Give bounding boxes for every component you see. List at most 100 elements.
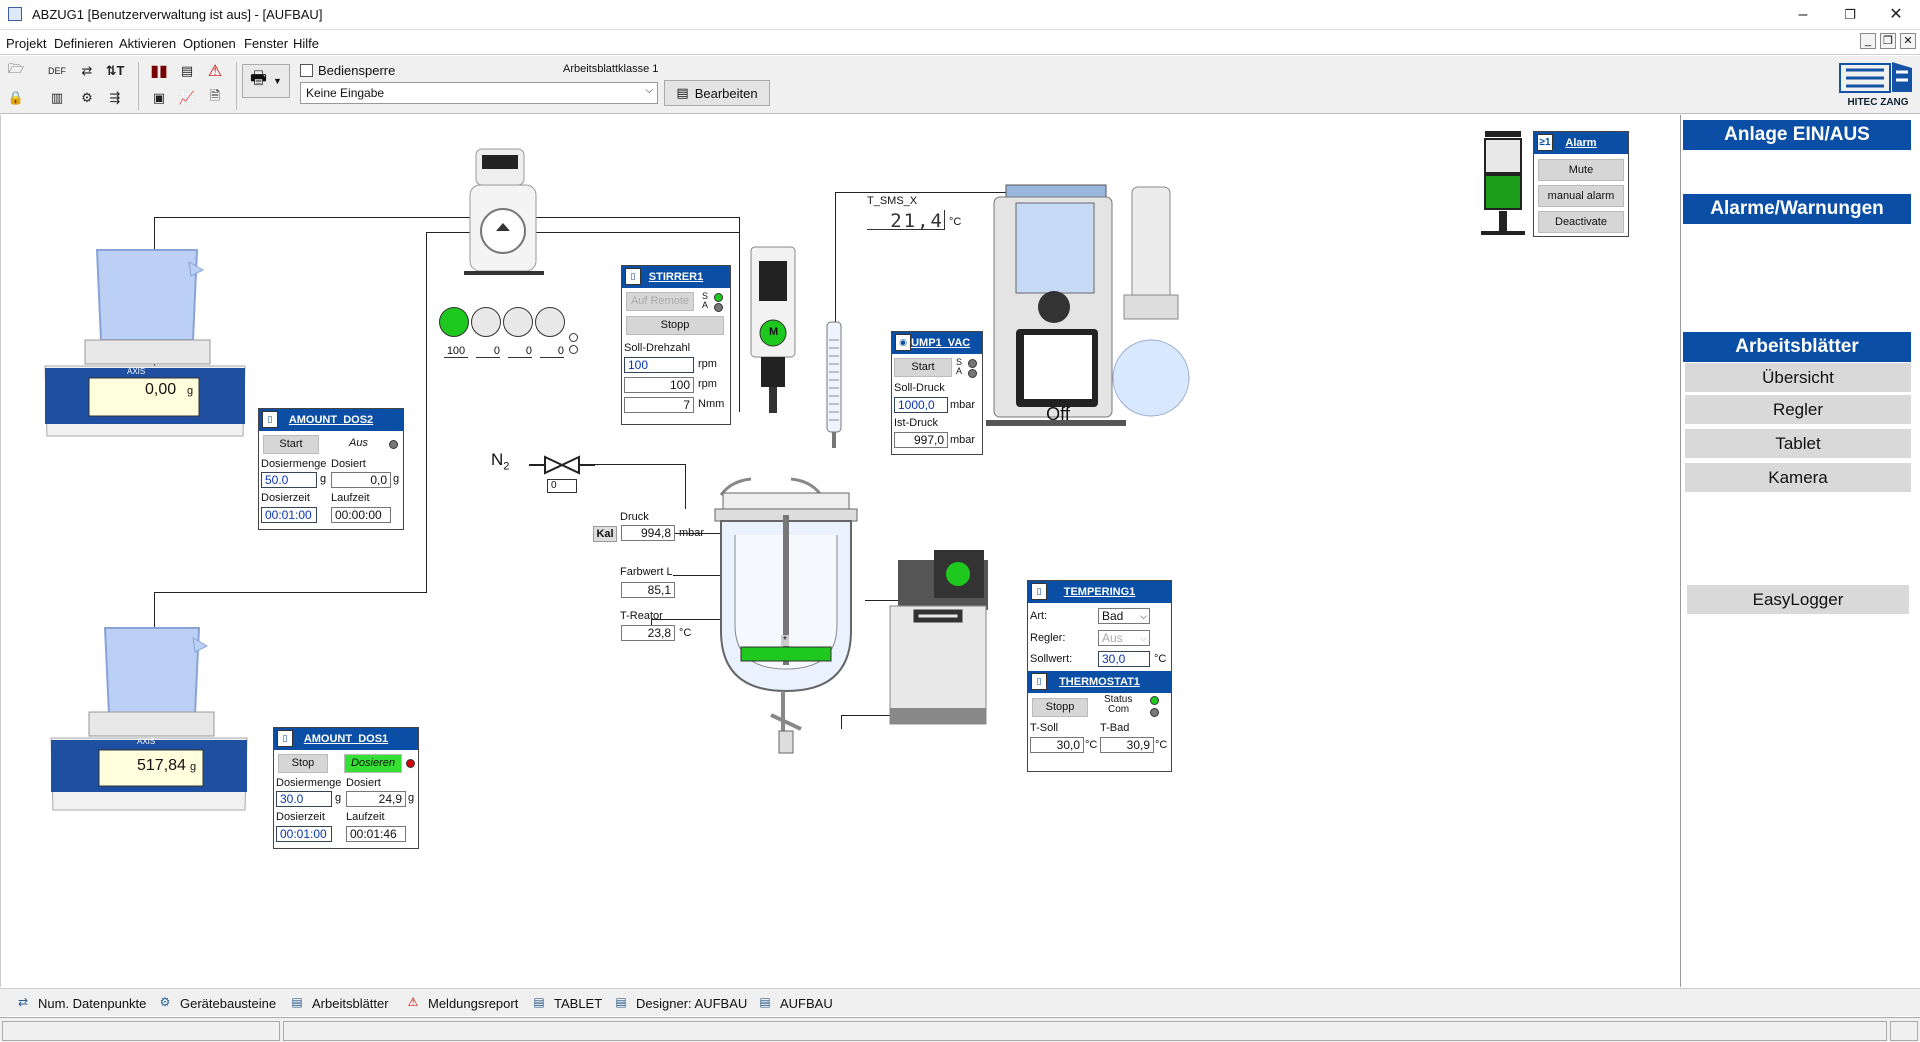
thermostat1-tsoll-value: 30,0	[1030, 737, 1084, 753]
restore-button[interactable]: ❐	[1844, 7, 1856, 22]
pump-head-3-led[interactable]	[503, 307, 533, 337]
anlage-ein-aus-button[interactable]: Anlage EIN/AUS	[1683, 120, 1911, 150]
tab-geraetebausteine[interactable]: ⚙Gerätebausteine	[156, 995, 277, 1011]
druck-line	[673, 533, 723, 534]
menu-projekt[interactable]: Projekt	[6, 36, 47, 51]
valve-icon	[529, 455, 595, 475]
amount-dos1-dosierzeit-input[interactable]: 00:01:00	[276, 826, 332, 842]
t-sms-label: T_SMS_X	[867, 195, 918, 207]
module-icon[interactable]: ⚙	[81, 90, 93, 105]
camera-module-icon[interactable]: ▣	[152, 90, 166, 105]
farbwert-line	[673, 575, 723, 576]
stirrer1-title[interactable]: ▯STIRRER1	[622, 266, 730, 288]
worksheet-regler-button[interactable]: Regler	[1685, 395, 1911, 425]
amount-dos1-dosiermenge-input[interactable]: 30.0	[276, 791, 332, 807]
tab-meldungsreport[interactable]: ⚠Meldungsreport	[404, 995, 519, 1011]
menu-hilfe[interactable]: Hilfe	[293, 36, 320, 51]
tab-arbeitsblaetter[interactable]: ▤Arbeitsblätter	[288, 995, 388, 1011]
pump-head-1-led[interactable]	[439, 307, 469, 337]
menu-fenster[interactable]: Fenster	[244, 36, 289, 51]
tab-label: Designer: AUFBAU	[636, 995, 748, 1011]
amount-dos1-stop-button[interactable]: Stop	[278, 754, 328, 773]
amount-dos2-start-button[interactable]: Start	[263, 435, 319, 454]
pump1-vac-start-button[interactable]: Start	[894, 358, 952, 377]
define-icon[interactable]: DEF	[48, 66, 66, 76]
sa-s-label: S	[956, 357, 963, 367]
print-button[interactable]: 🖶 ▼	[242, 64, 290, 98]
stirrer1-soll-input[interactable]: 100	[624, 357, 694, 373]
menu-optionen[interactable]: Optionen	[183, 36, 236, 51]
amount-dos2-title[interactable]: ▯AMOUNT_DOS2	[259, 409, 403, 431]
alarm-deactivate-button[interactable]: Deactivate	[1538, 211, 1624, 233]
lock-icon[interactable]: 🔒	[7, 90, 25, 105]
toolbar: 🗁 🔒 DEF ⇄ ⇅T ▥ ⚙ ⇶ ▮▮ ▤ ⚠ ▣ 📈 🗎 🖶 ▼ Bedi…	[0, 56, 1920, 114]
manual-alarm-button[interactable]: manual alarm	[1538, 185, 1624, 207]
warning-icon[interactable]: ⚠	[207, 63, 223, 80]
bottom-tab-bar: ⇄Num. Datenpunkte ⚙Gerätebausteine ▤Arbe…	[0, 988, 1920, 1016]
tempering1-art-select[interactable]: Bad⌵	[1098, 608, 1150, 624]
tempering1-sollwert-input[interactable]: 30,0	[1098, 651, 1150, 667]
bediensperre-checkbox[interactable]	[300, 64, 313, 77]
alarme-warnungen-button[interactable]: Alarme/Warnungen	[1683, 194, 1911, 224]
pump1-vac-soll-input[interactable]: 1000,0	[894, 397, 948, 413]
kal-button[interactable]: Kal	[593, 526, 617, 542]
mdi-minimize-icon[interactable]: _	[1860, 33, 1876, 49]
sollwert-label: Sollwert:	[1030, 653, 1073, 665]
tab-tablet[interactable]: ▤TABLET	[530, 995, 602, 1011]
device-icon[interactable]: ▥	[50, 90, 64, 105]
n2-valve-state[interactable]: 0	[547, 479, 577, 493]
worksheet-tablet-button[interactable]: Tablet	[1685, 429, 1911, 459]
amount-dos1-title[interactable]: ▯AMOUNT_DOS1	[274, 728, 418, 750]
menu-aktivieren[interactable]: Aktivieren	[119, 36, 177, 51]
input-select[interactable]: Keine Eingabe ⌵	[300, 82, 658, 104]
open-folder-icon[interactable]: 🗁	[7, 61, 25, 76]
treator-line	[651, 619, 723, 620]
amount-dos2-dosierzeit-input[interactable]: 00:01:00	[261, 507, 317, 523]
tube-line	[426, 232, 427, 592]
sort-text-icon[interactable]: ⇅T	[105, 63, 125, 78]
mdi-restore-icon[interactable]: ❐	[1880, 33, 1896, 49]
pump-head-2-led[interactable]	[471, 307, 501, 337]
minimize-button[interactable]: –	[1798, 6, 1808, 23]
report-icon[interactable]: 🗎	[209, 88, 221, 103]
stirrer1-stopp-button[interactable]: Stopp	[626, 316, 724, 335]
tube-line	[426, 232, 739, 233]
worksheet-icon[interactable]: ▤	[180, 63, 194, 78]
barcode-icon[interactable]: ▮▮	[150, 63, 168, 80]
stirrer1-remote-button[interactable]: Auf Remote	[626, 292, 694, 311]
tab-aufbau[interactable]: ▤AUFBAU	[756, 995, 832, 1011]
chart-icon[interactable]: 📈	[178, 90, 196, 105]
swap-icon[interactable]: ⇄	[81, 63, 93, 78]
n2-valve[interactable]	[529, 453, 595, 477]
pump-head-1-value: 100	[444, 345, 468, 358]
worksheet-icon: ▤	[291, 995, 303, 1009]
tab-designer-aufbau[interactable]: ▤Designer: AUFBAU	[612, 995, 747, 1011]
easylogger-button[interactable]: EasyLogger	[1687, 585, 1909, 615]
edit-button[interactable]: ▤ Bearbeiten	[664, 80, 770, 106]
alarm-mute-button[interactable]: Mute	[1538, 159, 1624, 181]
amount-dos2-laufzeit-value: 00:00:00	[331, 507, 391, 523]
input-select-value: Keine Eingabe	[306, 86, 385, 100]
thermostat1-status-led	[1150, 696, 1159, 705]
thermostat1-stopp-button[interactable]: Stopp	[1032, 698, 1088, 717]
tempering1-regler-select[interactable]: Aus⌵	[1098, 630, 1150, 646]
status-cell	[1890, 1021, 1918, 1041]
tempering1-title[interactable]: ▯TEMPERING1	[1028, 581, 1171, 603]
thermostat1-title[interactable]: ▯THERMOSTAT1	[1028, 671, 1171, 693]
farbwert-label: Farbwert L	[620, 566, 673, 578]
thermostat1-tbad-value: 30,9	[1100, 737, 1154, 753]
worksheet-uebersicht-button[interactable]: Übersicht	[1685, 363, 1911, 393]
tab-num-datenpunkte[interactable]: ⇄Num. Datenpunkte	[14, 995, 146, 1011]
transfer-icon[interactable]: ⇶	[109, 90, 121, 105]
worksheet-kamera-button[interactable]: Kamera	[1685, 463, 1911, 493]
mdi-close-icon[interactable]: ✕	[1900, 33, 1916, 49]
amount-dos2-state: Aus	[349, 437, 368, 449]
pump-head-4-led[interactable]	[535, 307, 565, 337]
menu-definieren[interactable]: Definieren	[54, 36, 114, 51]
chevron-down-icon: ⌵	[1140, 611, 1147, 621]
pump1-vac-title[interactable]: ◉PUMP1_VAC	[892, 332, 982, 354]
amount-dos2-dosiermenge-input[interactable]: 50.0	[261, 472, 317, 488]
close-button[interactable]: ✕	[1889, 6, 1903, 23]
druck-label: Druck	[620, 511, 649, 523]
